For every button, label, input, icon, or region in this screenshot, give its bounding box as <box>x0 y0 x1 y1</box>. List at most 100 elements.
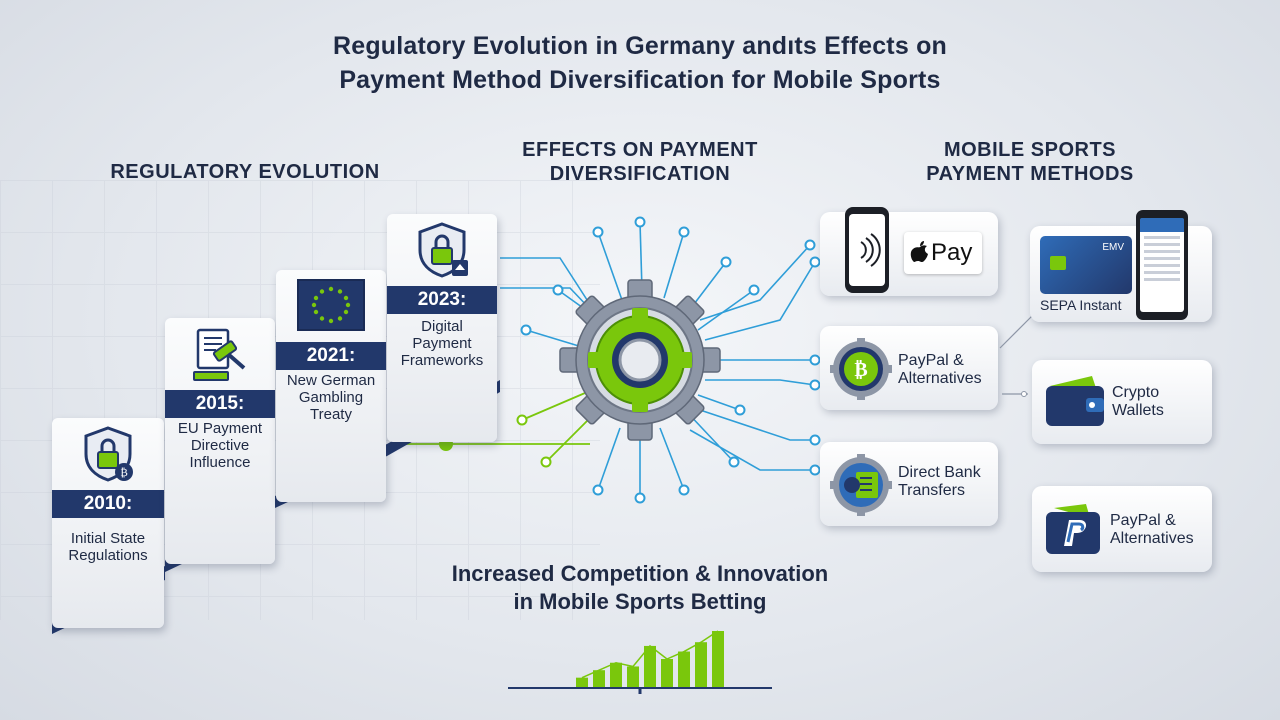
apple-pay-icon: Pay <box>904 232 982 274</box>
method-label: PayPal & Alternatives <box>898 352 982 388</box>
timeline-step-2010: ₿ 2010: Initial State Regulations <box>52 418 164 628</box>
heading-effects-line-2: DIVERSIFICATION <box>549 163 731 185</box>
connector-node <box>809 464 821 476</box>
timeline-label: Digital Payment Frameworks <box>391 318 493 369</box>
method-link-lines <box>999 315 1033 397</box>
connector-line <box>699 409 815 441</box>
method-label: Direct Bank Transfers <box>898 464 981 500</box>
connector-line <box>704 261 816 341</box>
card-brand-text: EMV <box>1102 242 1124 253</box>
bank-gear-icon <box>830 454 892 521</box>
connector-node <box>552 284 564 296</box>
growth-bar <box>695 642 707 687</box>
connector-node <box>678 226 690 238</box>
heading-methods-line-2: PAYMENT METHODS <box>926 163 1134 185</box>
connector-node <box>720 256 732 268</box>
timeline-label-line: Directive <box>190 437 250 454</box>
timeline-label-line: Regulations <box>68 547 148 564</box>
heading-effects: EFFECTS ON PAYMENT DIVERSIFICATION <box>480 138 800 186</box>
method-label-line: Crypto <box>1112 384 1160 401</box>
growth-bar-chart <box>508 630 772 694</box>
method-label: SEPA Instant <box>1040 297 1122 313</box>
timeline-year: 2015: <box>165 390 275 418</box>
growth-bar <box>593 670 605 687</box>
connector-node <box>734 404 746 416</box>
connector-line <box>639 221 643 291</box>
connector-node-green <box>516 414 528 426</box>
method-card-crypto-wallets: Crypto Wallets <box>1032 360 1212 444</box>
connector-node <box>748 284 760 296</box>
connector-line <box>697 394 741 411</box>
connector-line <box>699 244 811 321</box>
method-label-line: Direct Bank <box>898 464 981 481</box>
apple-pay-label: Pay <box>931 239 973 266</box>
method-card-apple-pay: Pay <box>820 207 998 296</box>
connector-line <box>663 231 685 299</box>
growth-trend-line <box>581 630 719 679</box>
bottom-caption-line-1: Increased Competition & Innovation <box>451 561 829 586</box>
timeline-label: EU Payment Directive Influence <box>169 420 271 471</box>
timeline-step-2023: 2023: Digital Payment Frameworks <box>387 214 497 442</box>
connector-node <box>678 484 690 496</box>
timeline-step-2015: 2015: EU Payment Directive Influence <box>165 318 275 564</box>
method-label-line: PayPal & <box>898 352 964 369</box>
connector-node <box>634 216 646 228</box>
method-label-line: Transfers <box>898 482 965 499</box>
method-card-direct-bank: Direct Bank Transfers <box>820 442 998 526</box>
method-card-paypal-alternatives-1: ₿ PayPal & Alternatives <box>820 326 998 410</box>
growth-bar <box>661 659 673 687</box>
timeline-step-2021: 2021: New German Gambling Treaty <box>276 270 386 502</box>
method-label: PayPal & Alternatives <box>1110 512 1194 548</box>
gavel-document-icon <box>188 324 252 389</box>
heading-methods-line-1: MOBILE SPORTS <box>943 139 1117 161</box>
growth-bar <box>627 666 639 687</box>
method-label-line: PayPal & <box>1110 512 1176 529</box>
timeline-label-line: Digital <box>421 318 463 335</box>
phone-icon <box>1136 210 1188 320</box>
connector-line <box>697 289 755 331</box>
svg-text:₿: ₿ <box>120 466 128 479</box>
method-card-paypal-alternatives-2: PayPal & Alternatives <box>1032 486 1212 572</box>
connector-node <box>809 354 821 366</box>
connector-line <box>597 427 621 491</box>
connector-node <box>809 379 821 391</box>
timeline-label-line: Frameworks <box>400 352 484 369</box>
heading-effects-line-1: EFFECTS ON PAYMENT <box>522 139 758 161</box>
bank-card-icon: EMV <box>1040 236 1132 294</box>
svg-text:₿: ₿ <box>854 357 867 381</box>
timeline-label: New German Gambling Treaty <box>280 372 382 423</box>
timeline-label-line: Influence <box>189 454 251 471</box>
bottom-caption-line-2: in Mobile Sports Betting <box>513 589 767 614</box>
connector-node <box>728 456 740 468</box>
method-label-line: Wallets <box>1112 402 1164 419</box>
page-title-line-1: Regulatory Evolution in Germany andıts E… <box>332 32 948 60</box>
connector-node <box>592 226 604 238</box>
growth-bar <box>610 662 622 687</box>
timeline-year: 2021: <box>276 342 386 370</box>
shield-lock-icon: ₿ <box>78 424 138 489</box>
timeline-label-line: Payment <box>412 335 472 352</box>
connector-node <box>520 324 532 336</box>
timeline-year: 2023: <box>387 286 497 314</box>
timeline-year: 2010: <box>52 490 164 518</box>
connector-line <box>689 429 815 471</box>
heading-regulatory-evolution: REGULATORY EVOLUTION <box>110 161 380 183</box>
connector-node <box>634 492 646 504</box>
connector-node-green <box>540 456 552 468</box>
connector-node <box>592 484 604 496</box>
connector-line <box>597 231 623 301</box>
heading-payment-methods: MOBILE SPORTS PAYMENT METHODS <box>880 138 1180 186</box>
timeline-label-line: Treaty <box>310 406 352 423</box>
wallet-icon <box>1042 372 1108 435</box>
eu-flag-icon <box>296 278 366 337</box>
connector-node <box>809 256 821 268</box>
method-label: Crypto Wallets <box>1112 384 1164 420</box>
timeline-label-line: EU Payment <box>177 420 263 437</box>
connector-line-green <box>521 389 593 421</box>
growth-bar <box>576 677 588 687</box>
connector-line <box>705 379 816 386</box>
connector-line <box>659 427 685 491</box>
central-gear-icon <box>559 279 721 441</box>
method-card-sepa-instant: EMV SEPA Instant <box>1030 210 1212 322</box>
